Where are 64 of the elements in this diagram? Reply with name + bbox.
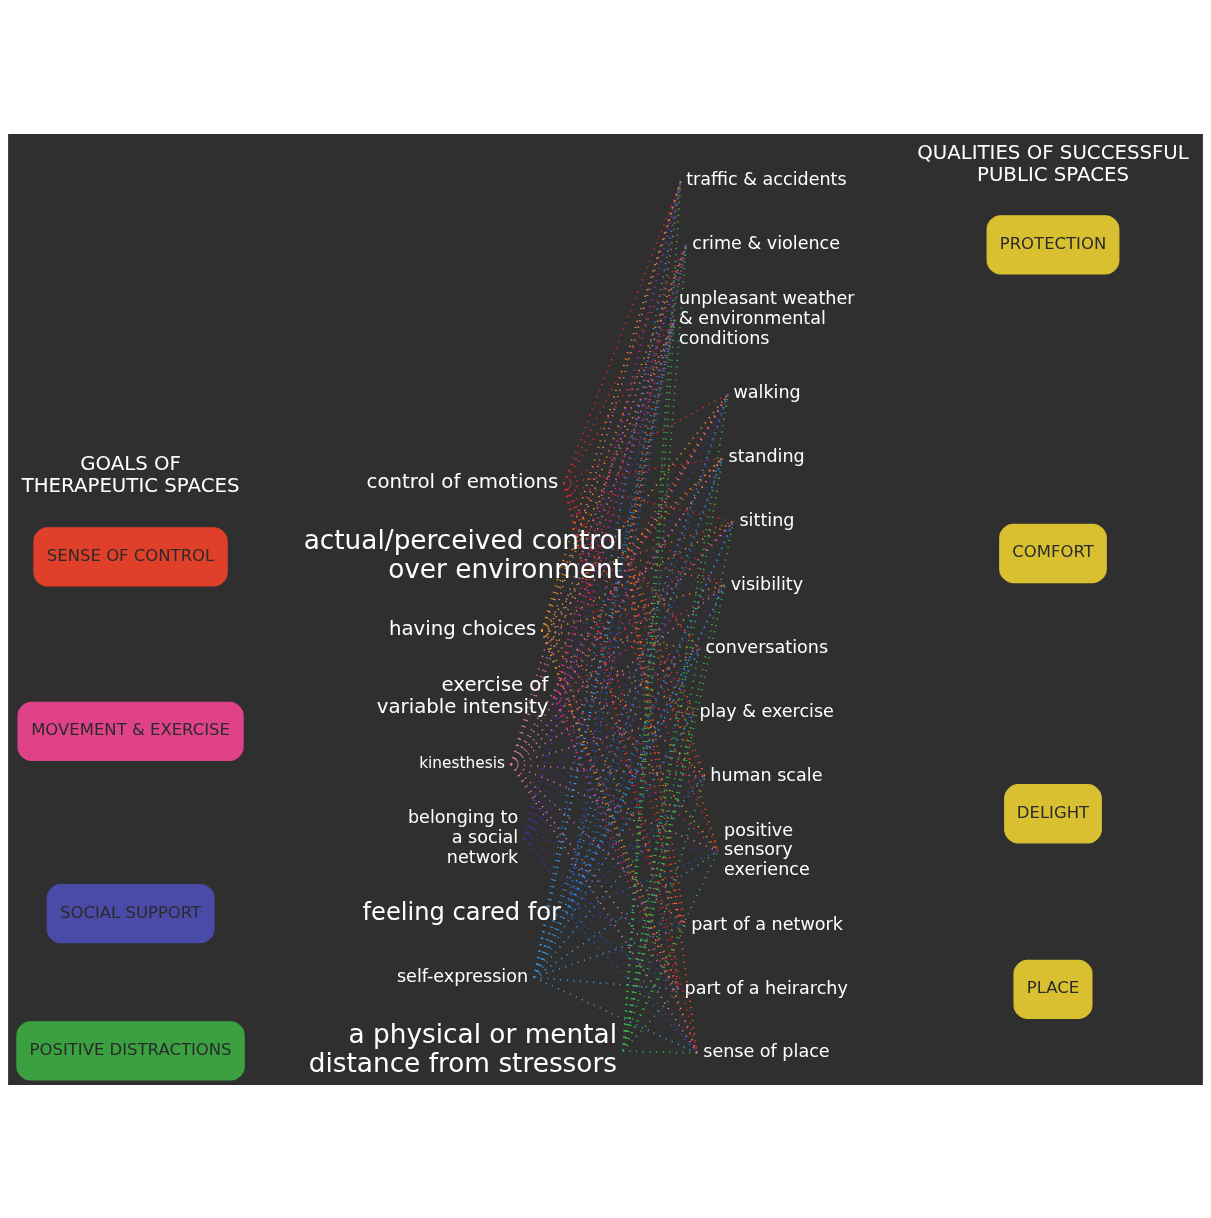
node-text: self-expression bbox=[396, 965, 529, 986]
connector bbox=[562, 481, 706, 777]
connector bbox=[523, 837, 699, 1054]
node-text: a physical or mental distance from stressors bbox=[308, 1018, 618, 1078]
connector bbox=[540, 629, 699, 1054]
node-text: conversations bbox=[705, 636, 829, 657]
node-text: part of a heirarchy bbox=[684, 977, 848, 998]
node-box: MOVEMENT & EXERCISE bbox=[17, 701, 244, 761]
node-box: COMFORT bbox=[999, 523, 1107, 583]
connector bbox=[622, 520, 735, 1052]
node-box: DELIGHT bbox=[1004, 783, 1102, 843]
connector bbox=[523, 392, 729, 840]
connector bbox=[540, 520, 735, 631]
connector bbox=[566, 520, 735, 915]
node-text: control of emotions bbox=[366, 469, 559, 493]
connector bbox=[553, 392, 729, 698]
node-box: SOCIAL SUPPORT bbox=[46, 883, 215, 943]
node-text: play & exercise bbox=[699, 700, 834, 721]
connector bbox=[553, 456, 724, 698]
connector bbox=[510, 762, 699, 1054]
connector bbox=[622, 775, 706, 1052]
connector bbox=[533, 924, 686, 978]
connector bbox=[622, 924, 686, 1052]
node-text: sitting bbox=[739, 509, 795, 530]
connector bbox=[533, 520, 735, 978]
node-text: exercise of variable intensity bbox=[376, 672, 549, 718]
connector bbox=[553, 695, 699, 1054]
node-text: part of a network bbox=[691, 913, 843, 934]
node-text: feeling cared for bbox=[362, 897, 562, 926]
label: GOALS OF THERAPEUTIC SPACES bbox=[21, 451, 240, 497]
connector bbox=[566, 912, 699, 1054]
connector bbox=[540, 392, 729, 631]
connector bbox=[533, 711, 695, 978]
connector bbox=[562, 481, 735, 523]
connector bbox=[510, 318, 676, 765]
connector bbox=[622, 583, 726, 1052]
node-box: PLACE bbox=[1013, 959, 1093, 1019]
node-box: POSITIVE DISTRACTIONS bbox=[16, 1020, 245, 1081]
node-text: standing bbox=[728, 445, 805, 466]
node-text: unpleasant weather & environmental conditions bbox=[679, 287, 855, 348]
node-text: walking bbox=[733, 381, 801, 402]
node-text: visibility bbox=[730, 573, 804, 594]
connector bbox=[562, 481, 719, 852]
connector bbox=[510, 762, 719, 852]
connector bbox=[622, 711, 695, 1052]
node-text: positive sensory exerience bbox=[724, 819, 810, 879]
connector bbox=[622, 1049, 699, 1054]
node-text: crime & violence bbox=[692, 232, 841, 253]
node-text: sense of place bbox=[703, 1040, 830, 1061]
connector bbox=[553, 520, 735, 698]
connector bbox=[533, 647, 701, 978]
node-text: human scale bbox=[710, 764, 823, 785]
node-text: belonging to a social network bbox=[407, 806, 519, 867]
connector bbox=[540, 629, 680, 990]
connector bbox=[562, 481, 699, 1054]
node-box: SENSE OF CONTROL bbox=[33, 526, 228, 586]
node-text: kinesthesis bbox=[419, 753, 506, 772]
connector bbox=[533, 976, 699, 1054]
label: QUALITIES OF SUCCESSFUL PUBLIC SPACES bbox=[917, 140, 1189, 186]
node-box: PROTECTION bbox=[986, 214, 1120, 275]
connector bbox=[510, 762, 706, 777]
connector bbox=[533, 583, 726, 978]
node-text: having choices bbox=[388, 616, 537, 640]
node-text: traffic & accidents bbox=[686, 168, 847, 189]
